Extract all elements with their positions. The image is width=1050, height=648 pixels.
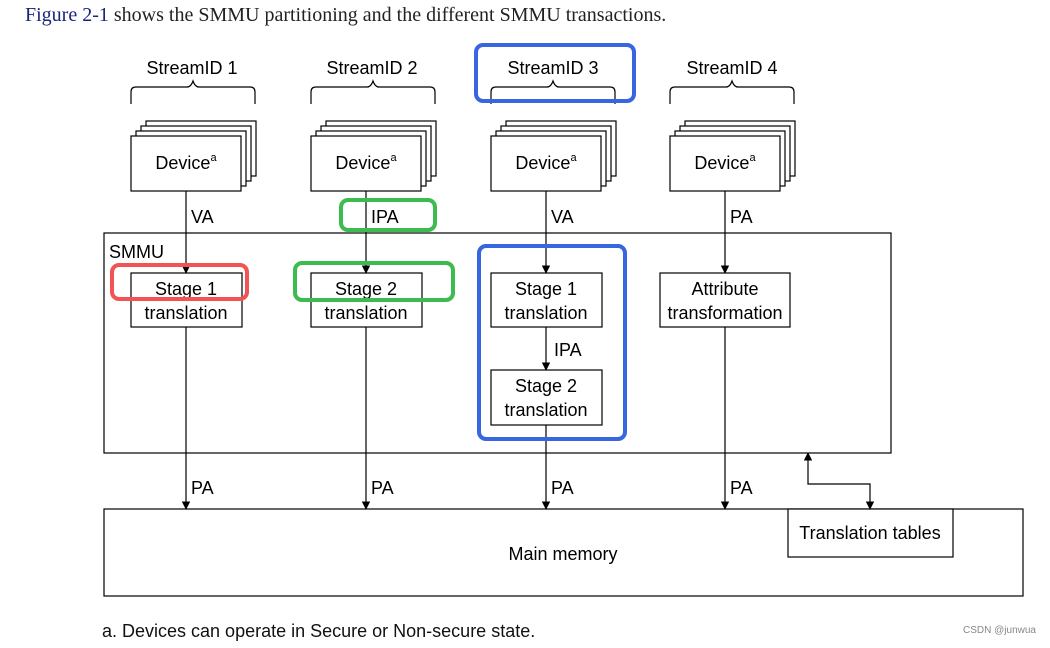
streamid-4-label: StreamID 4: [686, 58, 777, 78]
streamid-3-brace: [490, 79, 616, 104]
streamid-2-brace: [310, 79, 436, 104]
output-address-1: PA: [191, 478, 214, 498]
stage2-translation-unit-2: Stage 2 translation: [310, 272, 423, 328]
intro-text: shows the SMMU partitioning and the diff…: [108, 4, 667, 26]
streamid-3-label: StreamID 3: [507, 58, 598, 78]
svg-text:translation: translation: [144, 303, 227, 323]
output-address-4: PA: [730, 478, 753, 498]
intermediate-address-3: IPA: [554, 340, 582, 360]
arrow-smmu-translation-tables: [803, 452, 875, 510]
svg-text:translation: translation: [324, 303, 407, 323]
device-label: Device: [335, 153, 390, 173]
streamid-4-brace: [669, 79, 795, 104]
highlight-green-stage2: [293, 261, 455, 302]
device-label: Device: [155, 153, 210, 173]
main-memory-label: Main memory: [508, 544, 617, 564]
output-address-3: PA: [551, 478, 574, 498]
svg-text:Devicea: Devicea: [335, 152, 397, 173]
device-superscript: a: [210, 152, 217, 164]
svg-text:Devicea: Devicea: [694, 152, 756, 173]
smmu-label: SMMU: [109, 242, 164, 262]
input-address-1: VA: [191, 207, 214, 227]
svg-text:Devicea: Devicea: [515, 152, 577, 173]
input-address-3: VA: [551, 207, 574, 227]
device-superscript: a: [570, 152, 577, 164]
highlight-blue-streamid3: [474, 43, 636, 103]
highlight-green-ipa: [339, 198, 437, 232]
device-stack-1: Devicea: [130, 120, 257, 192]
highlight-blue-nested-translation: [477, 244, 627, 441]
device-stack-2: Devicea: [310, 120, 437, 192]
footnote: a. Devices can operate in Secure or Non-…: [102, 621, 536, 641]
svg-text:Stage 2: Stage 2: [335, 279, 397, 299]
streamid-2-label: StreamID 2: [326, 58, 417, 78]
device-superscript: a: [390, 152, 397, 164]
input-address-2: IPA: [371, 207, 399, 227]
stage2-translation-unit-3: Stage 2 translation: [490, 369, 603, 426]
figure-reference-link[interactable]: Figure 2-1: [25, 4, 109, 26]
stage1-translation-unit-3: Stage 1 translation: [490, 272, 603, 328]
translation-tables-box: [787, 508, 954, 558]
device-label: Device: [694, 153, 749, 173]
streamid-1-brace: [130, 79, 256, 104]
svg-text:Attribute: Attribute: [691, 279, 758, 299]
device-stack-4: Devicea: [669, 120, 796, 192]
device-label: Device: [515, 153, 570, 173]
watermark: CSDN @junwua: [963, 625, 1036, 636]
svg-text:Stage 2: Stage 2: [515, 376, 577, 396]
highlight-red-stage1: [110, 263, 249, 301]
device-superscript: a: [749, 152, 756, 164]
attribute-transformation-unit-4: Attribute transformation: [659, 272, 791, 328]
svg-text:Devicea: Devicea: [155, 152, 217, 173]
intro-sentence: Figure 2-1 shows the SMMU partitioning a…: [25, 4, 666, 27]
svg-text:translation: translation: [504, 400, 587, 420]
svg-text:Stage 1: Stage 1: [515, 279, 577, 299]
svg-text:transformation: transformation: [667, 303, 782, 323]
output-address-2: PA: [371, 478, 394, 498]
device-stack-3: Devicea: [490, 120, 617, 192]
input-address-4: PA: [730, 207, 753, 227]
svg-text:translation: translation: [504, 303, 587, 323]
streamid-1-label: StreamID 1: [146, 58, 237, 78]
translation-tables-label: Translation tables: [799, 523, 940, 543]
svg-text:Stage 1: Stage 1: [155, 279, 217, 299]
